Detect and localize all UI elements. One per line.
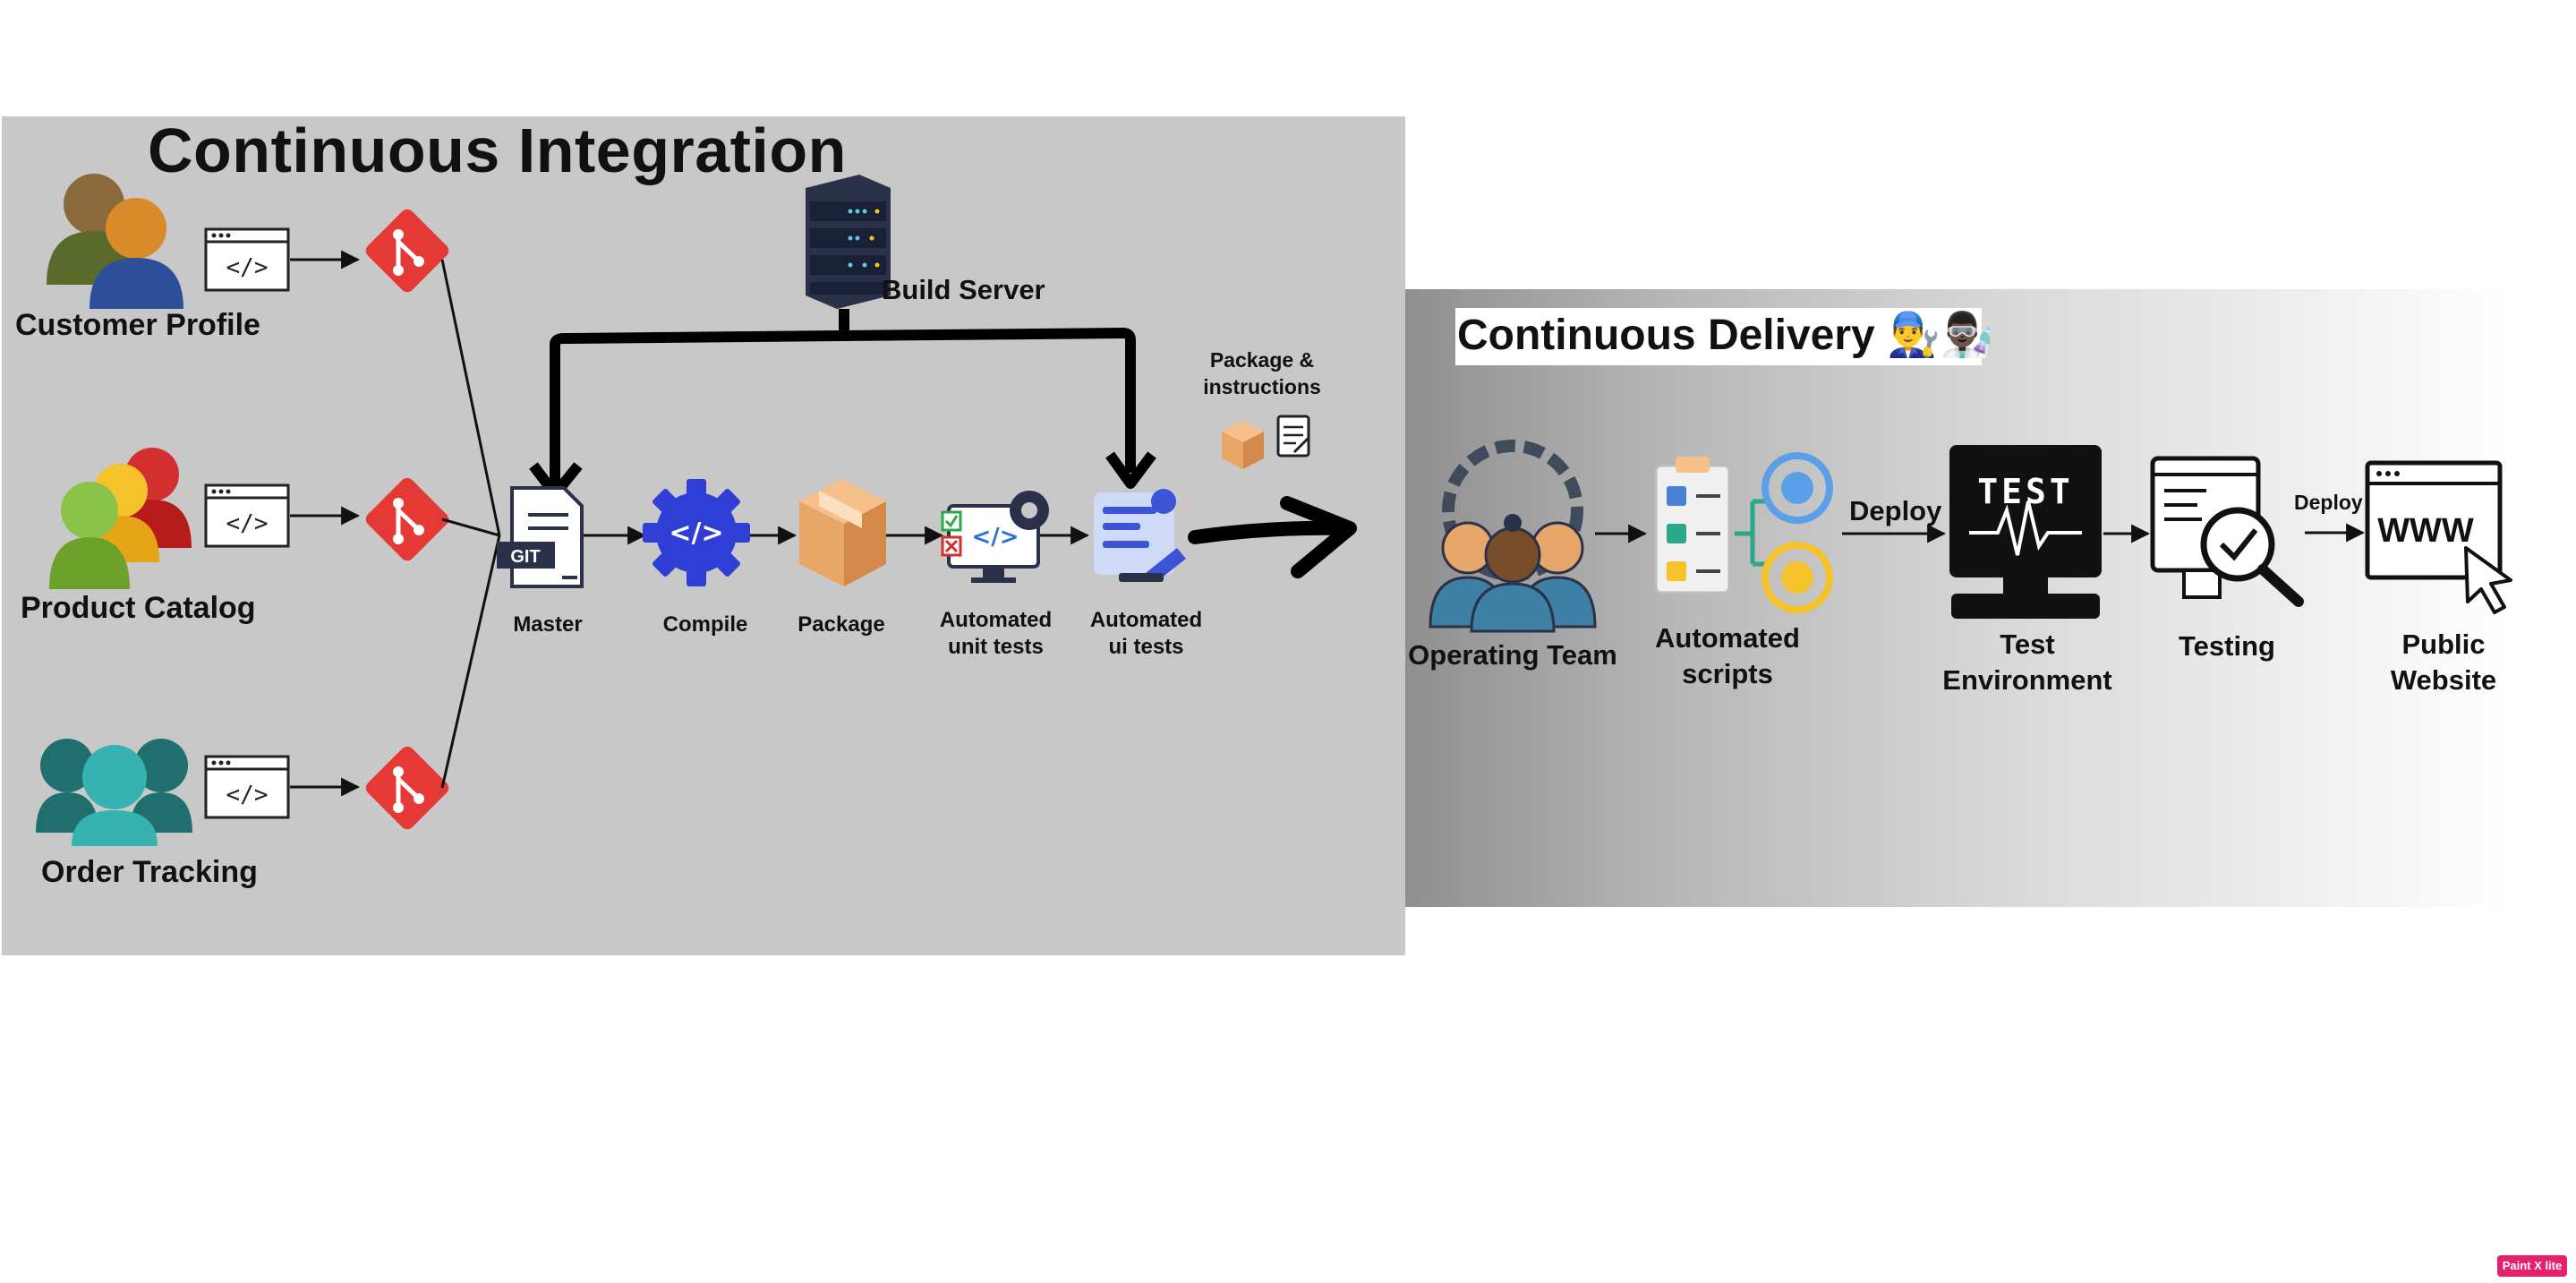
git-icon [365,746,449,830]
merge-line [440,259,501,536]
build-server-icon [806,175,891,309]
compile-gear-icon: </> [643,479,750,586]
automated-scripts-icon [1654,452,1833,613]
operating-team-label: Operating Team [1408,639,1617,671]
test-environment-label: Test Environment [1942,629,2112,696]
stage-label-compile: Compile [662,612,748,637]
stage-label-master: Master [513,612,583,637]
deploy-label-1: Deploy [1849,495,1942,526]
cd-title: Continuous Delivery 👨‍🔧👨🏿‍🔬 [1457,312,1994,359]
svg-text:</>: </> [669,517,723,549]
test-environment-monitor-icon [1949,445,2102,619]
git-icon [365,477,449,561]
small-package-icon [1222,421,1264,469]
package-instructions-label: Package & instructions [1203,348,1321,398]
handoff-arrow [1188,520,1354,544]
stage-label-ui-tests: Automated ui tests [1089,608,1203,659]
code-window-icon: </> [204,483,290,548]
code-window-icon: </> [204,755,290,819]
operating-team-icon [1429,440,1597,633]
ci-title: Continuous Integration [148,115,847,185]
handoff-arrowhead [1280,496,1357,578]
deploy-label-2: Deploy [2294,491,2363,514]
build-server-bracket [550,327,1136,488]
git-icon [365,209,449,293]
ui-tests-robot-icon [1094,489,1186,582]
svg-text:</>: </> [226,254,269,281]
svg-text:</>: </> [971,524,1019,551]
service-label-product-catalog: Product Catalog [21,591,256,625]
arrow-to-ui-tests [1105,451,1156,489]
stage-label-unit-tests: Automated unit tests [939,608,1053,659]
merge-line [440,535,501,789]
code-window-icon: </> [204,227,290,292]
svg-text:</>: </> [226,510,269,537]
product-catalog-people-icon [49,448,192,589]
www-text: WWW [2377,512,2474,550]
customer-profile-people-icon [47,174,183,309]
test-screen-text: TEST [1977,472,2074,511]
stage-label-package: Package [798,612,885,637]
service-label-customer-profile: Customer Profile [15,308,260,342]
instructions-clipboard-icon [1276,415,1310,458]
package-box-icon [799,479,886,586]
order-tracking-people-icon [36,739,192,846]
cd-title-box [1455,308,1982,365]
automated-scripts-label: Automated scripts [1655,622,1800,689]
testing-search-icon [2150,456,2304,607]
merge-line [441,517,500,537]
unit-tests-monitor-icon: </> [941,491,1049,583]
public-website-label: Public Website [2390,629,2497,696]
service-label-order-tracking: Order Tracking [41,855,258,889]
git-document-icon [497,486,584,588]
git-badge-text: GIT [510,547,540,567]
svg-text:</>: </> [226,782,269,808]
app-watermark-badge: Paint X lite [2497,1255,2567,1277]
build-server-label: Build Server [882,274,1045,305]
cursor-arrow-icon [2464,546,2512,614]
testing-label: Testing [2179,630,2275,662]
